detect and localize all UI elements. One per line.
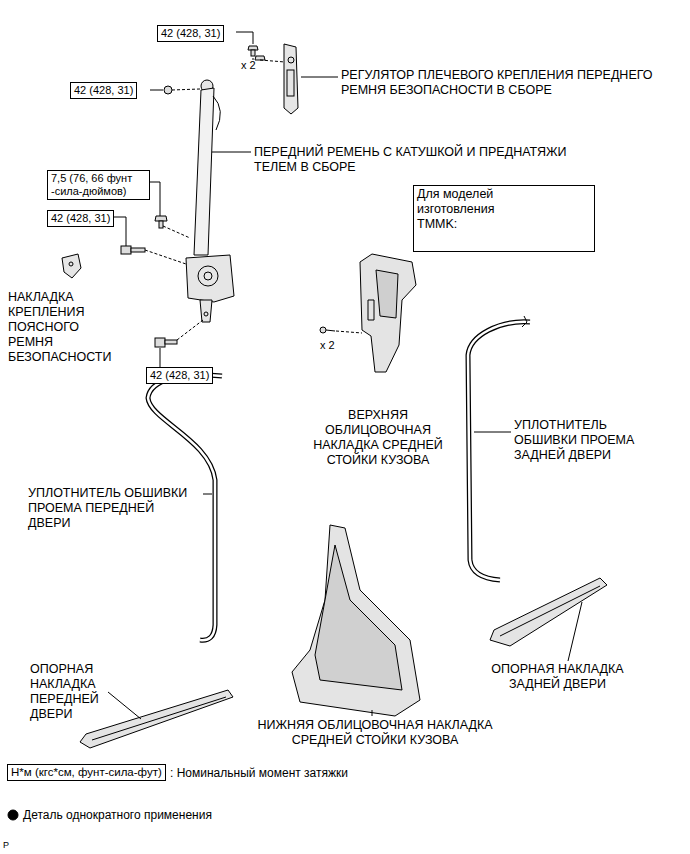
torque-value: Н*м (кгс*см, фунт-сила-фут) [11,766,162,779]
legend-text: Деталь однократного применения [23,808,212,822]
quantity-label: x 2 [241,58,256,73]
torque-value: 42 (428, 31) [51,212,110,225]
legend-text: : Номинальный момент затяжки [170,766,348,780]
torque-value: 42 (428, 31) [161,27,220,40]
legend-sample-box: Н*м (кгс*см, фунт-сила-фут) [7,764,166,781]
torque-value: 7,5 (76, 66 фунт -сила-дюймов) [51,172,146,198]
torque-value: 42 (428, 31) [150,369,209,382]
torque-box: 42 (428, 31) [157,25,224,42]
torque-box: 42 (428, 31) [47,210,114,227]
part-label: ОПОРНАЯ НАКЛАДКА ПЕРЕДНЕЙ ДВЕРИ [30,662,115,722]
torque-box: 42 (428, 31) [70,82,137,99]
part-label: ПЕРЕДНИЙ РЕМЕНЬ С КАТУШКОЙ И ПРЕДНАТЯЖИ … [254,145,599,175]
part-label: ОПОРНАЯ НАКЛАДКА ЗАДНЕЙ ДВЕРИ [485,662,630,692]
part-label: УПЛОТНИТЕЛЬ ОБШИВКИ ПРОЕМА ЗАДНЕЙ ДВЕРИ [514,418,649,463]
torque-box: 7,5 (76, 66 фунт -сила-дюймов) [47,170,150,200]
quantity-label: x 2 [320,338,335,353]
part-label: НИЖНЯЯ ОБЛИЦОВОЧНАЯ НАКЛАДКА СРЕДНЕЙ СТО… [250,718,500,748]
part-label: УПЛОТНИТЕЛЬ ОБШИВКИ ПРОЕМА ПЕРЕДНЕЙ ДВЕР… [28,486,200,531]
note-box: Для моделей изготовления TMMK: [413,185,595,252]
figure-code: P [3,838,9,853]
note-text: Для моделей изготовления TMMK: [417,187,529,232]
part-label: НАКЛАДКА КРЕПЛЕНИЯ ПОЯСНОГО РЕМНЯ БЕЗОПА… [8,290,118,365]
torque-box: 42 (428, 31) [146,367,213,384]
part-label: РЕГУЛЯТОР ПЛЕЧЕВОГО КРЕПЛЕНИЯ ПЕРЕДНЕГО … [341,68,676,98]
part-label: ВЕРХНЯЯ ОБЛИЦОВОЧНАЯ НАКЛАДКА СРЕДНЕЙ СТ… [303,408,453,468]
torque-value: 42 (428, 31) [74,84,133,97]
